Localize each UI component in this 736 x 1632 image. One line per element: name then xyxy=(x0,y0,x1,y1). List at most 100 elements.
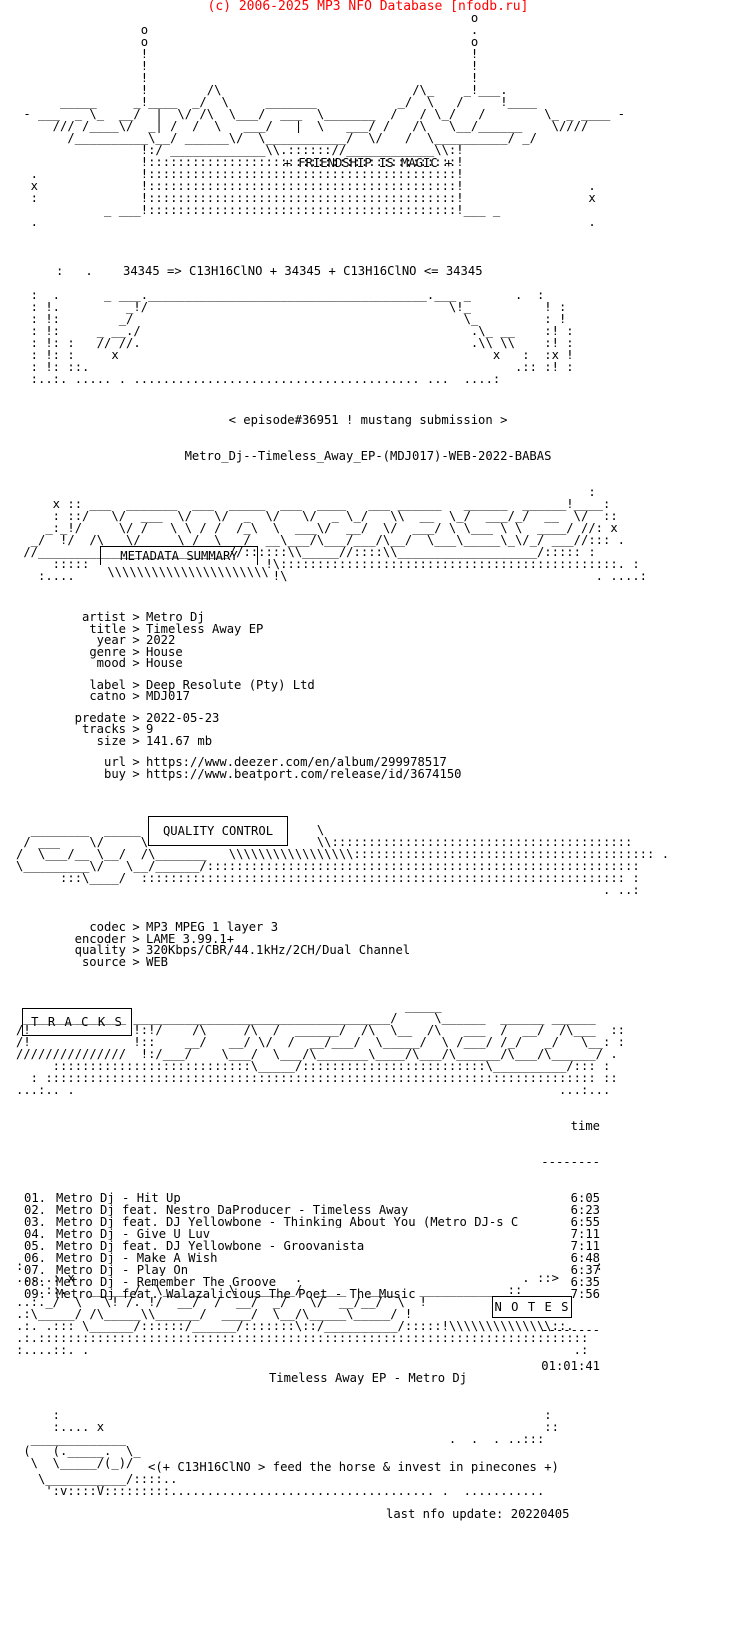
quality-row: encoder>LAME 3.99.1+ xyxy=(0,931,410,946)
time-header: time xyxy=(570,1119,600,1133)
episode-line: < episode#36951 ! mustang submission > xyxy=(228,413,508,427)
track-row: 08. Metro Dj - Remember The Groove 6:35 xyxy=(24,1276,600,1288)
quality-key: encoder xyxy=(74,931,126,946)
quality-value: MP3 MPEG 1 layer 3 xyxy=(146,920,279,934)
metadata-key: genre xyxy=(89,644,126,659)
section-metadata-title: METADATA SUMMARY xyxy=(100,546,258,565)
ascii-art-notes-banner: : : .....: x _ . . ::> .::. ______/ \___… xyxy=(16,1259,603,1357)
ascii-art-footer-base: \___________/::::.. ':v::::V:::::::::...… xyxy=(38,1472,545,1498)
ascii-art-dots: : . xyxy=(56,264,93,278)
metadata-value: 2022-05-23 xyxy=(146,710,220,725)
track-row: 04. Metro Dj - Give U Luv 7:11 xyxy=(24,1228,600,1240)
track-time: 6:55 xyxy=(570,1215,600,1229)
total-time: 01:01:41 xyxy=(541,1359,600,1373)
track-title: Metro Dj feat. DJ Yellowbone - Groovanis… xyxy=(56,1240,365,1252)
quality-value: LAME 3.99.1+ xyxy=(146,931,235,946)
metadata-row xyxy=(0,702,462,712)
track-row: 01. Metro Dj - Hit Up 6:05 xyxy=(24,1192,600,1204)
metadata-key: tracks xyxy=(81,722,126,736)
track-row: 05. Metro Dj feat. DJ Yellowbone - Groova… xyxy=(24,1240,600,1252)
metadata-key: mood xyxy=(96,656,126,670)
metadata-value: MDJ017 xyxy=(146,689,191,703)
metadata-key: label xyxy=(89,677,126,692)
ascii-art-footer: : : :.... x :: _____________ xyxy=(23,1408,559,1470)
metadata-row: size>141.67 mb xyxy=(0,733,462,748)
quality-key: quality xyxy=(74,943,126,957)
metadata-value: 2022 xyxy=(146,633,176,647)
notes-text: Timeless Away EP - Metro Dj xyxy=(268,1371,468,1385)
metadata-row: tracks>9 xyxy=(0,723,462,735)
track-number: 06. xyxy=(24,1251,47,1265)
track-time: 7:56 xyxy=(570,1287,600,1301)
metadata-row: title>Timeless Away EP xyxy=(0,621,462,636)
formula-line: 34345 => C13H16ClNO + 34345 + C13H16ClNO… xyxy=(123,264,483,278)
ascii-art-bridge: : . _ ___.______________________________… xyxy=(30,288,574,386)
track-number: 04. xyxy=(24,1227,47,1241)
metadata-key: url xyxy=(103,755,126,769)
quality-value: WEB xyxy=(146,954,169,969)
track-time: 6:23 xyxy=(570,1203,600,1217)
metadata-key: title xyxy=(89,621,126,636)
track-title: Metro Dj feat. Walazalicious The Poet - … xyxy=(56,1288,416,1300)
track-title: Metro Dj - Hit Up xyxy=(56,1192,181,1204)
footer-slogan: <(+ C13H16ClNO > feed the horse & invest… xyxy=(148,1460,559,1474)
tagline: + FRIENDSHIP IS MAGIC + xyxy=(283,156,453,170)
track-time: 6:37 xyxy=(570,1263,600,1277)
metadata-value: Timeless Away EP xyxy=(146,621,264,636)
section-notes-title: N O T E S xyxy=(492,1296,572,1318)
track-title: Metro Dj - Play On xyxy=(56,1264,189,1276)
section-quality-title: QUALITY CONTROL xyxy=(148,816,288,846)
track-number: 08. xyxy=(24,1275,47,1289)
metadata-value: Deep Resolute (Pty) Ltd xyxy=(146,677,315,692)
track-number: 05. xyxy=(24,1239,47,1253)
metadata-row: mood>House xyxy=(0,657,462,669)
metadata-row: buy>https://www.beatport.com/release/id/… xyxy=(0,766,462,781)
track-title: Metro Dj - Remember The Groove xyxy=(56,1276,277,1288)
quality-value: 320Kbps/CBR/44.1kHz/2CH/Dual Channel xyxy=(146,943,411,957)
ascii-art-metadata-banner: : x :: ___ _______ ___ _____ ___ ____ __… xyxy=(23,485,648,583)
ascii-art-castle: o o . o o ! ! xyxy=(23,11,626,229)
ascii-art-quality-banner: ________ _____ \ / ___ \/ \ \\::::::::::… xyxy=(16,823,670,897)
track-time: 7:11 xyxy=(570,1227,600,1241)
ascii-art-tracks-banner: _____ ______________ ___________________… xyxy=(16,999,626,1097)
track-number: 03. xyxy=(24,1215,47,1229)
track-number: 01. xyxy=(24,1191,47,1205)
metadata-key: year xyxy=(96,633,126,647)
metadata-row: artist>Metro Dj xyxy=(0,611,462,623)
section-tracks-title: T R A C K S xyxy=(22,1008,132,1036)
release-name: Metro_Dj--Timeless_Away_EP-(MDJ017)-WEB-… xyxy=(184,449,552,463)
track-title: Metro Dj feat. Nestro DaProducer - Timel… xyxy=(56,1204,409,1216)
metadata-value: House xyxy=(146,656,183,670)
metadata-value[interactable]: https://www.beatport.com/release/id/3674… xyxy=(146,766,462,781)
track-number: 02. xyxy=(24,1203,47,1217)
track-row: 07. Metro Dj - Play On 6:37 xyxy=(24,1264,600,1276)
track-number: 07. xyxy=(24,1263,47,1277)
track-time: 7:11 xyxy=(570,1239,600,1253)
metadata-value[interactable]: https://www.deezer.com/en/album/29997851… xyxy=(146,755,447,769)
metadata-row: catno>MDJ017 xyxy=(0,690,462,702)
quality-row: codec>MP3 MPEG 1 layer 3 xyxy=(0,921,410,933)
track-row: 02. Metro Dj feat. Nestro DaProducer - Ti… xyxy=(24,1204,600,1216)
quality-key: source xyxy=(81,954,126,969)
quality-key: codec xyxy=(89,920,126,934)
metadata-key: catno xyxy=(89,689,126,703)
metadata-value: 141.67 mb xyxy=(146,733,213,748)
metadata-row: genre>House xyxy=(0,644,462,659)
last-update: last nfo update: 20220405 xyxy=(386,1507,570,1521)
track-time: 6:05 xyxy=(570,1191,600,1205)
site-header: (c) 2006-2025 MP3 NFO Database [nfodb.ru… xyxy=(207,0,529,14)
corner-glyph xyxy=(12,0,96,48)
metadata-row: url>https://www.deezer.com/en/album/2999… xyxy=(0,756,462,768)
track-title: Metro Dj - Give U Luv xyxy=(56,1228,211,1240)
metadata-row: label>Deep Resolute (Pty) Ltd xyxy=(0,677,462,692)
metadata-value: 9 xyxy=(146,722,154,736)
ascii-art-underline: \\\\\\\\\\\\\\\\\\\\\\ xyxy=(100,565,269,579)
track-time: 6:35 xyxy=(570,1275,600,1289)
track-title: Metro Dj - Make A Wish xyxy=(56,1252,218,1264)
track-number: 09. xyxy=(24,1287,47,1301)
metadata-row: predate>2022-05-23 xyxy=(0,710,462,725)
track-row: 09. Metro Dj feat. Walazalicious The Poet… xyxy=(24,1288,600,1300)
